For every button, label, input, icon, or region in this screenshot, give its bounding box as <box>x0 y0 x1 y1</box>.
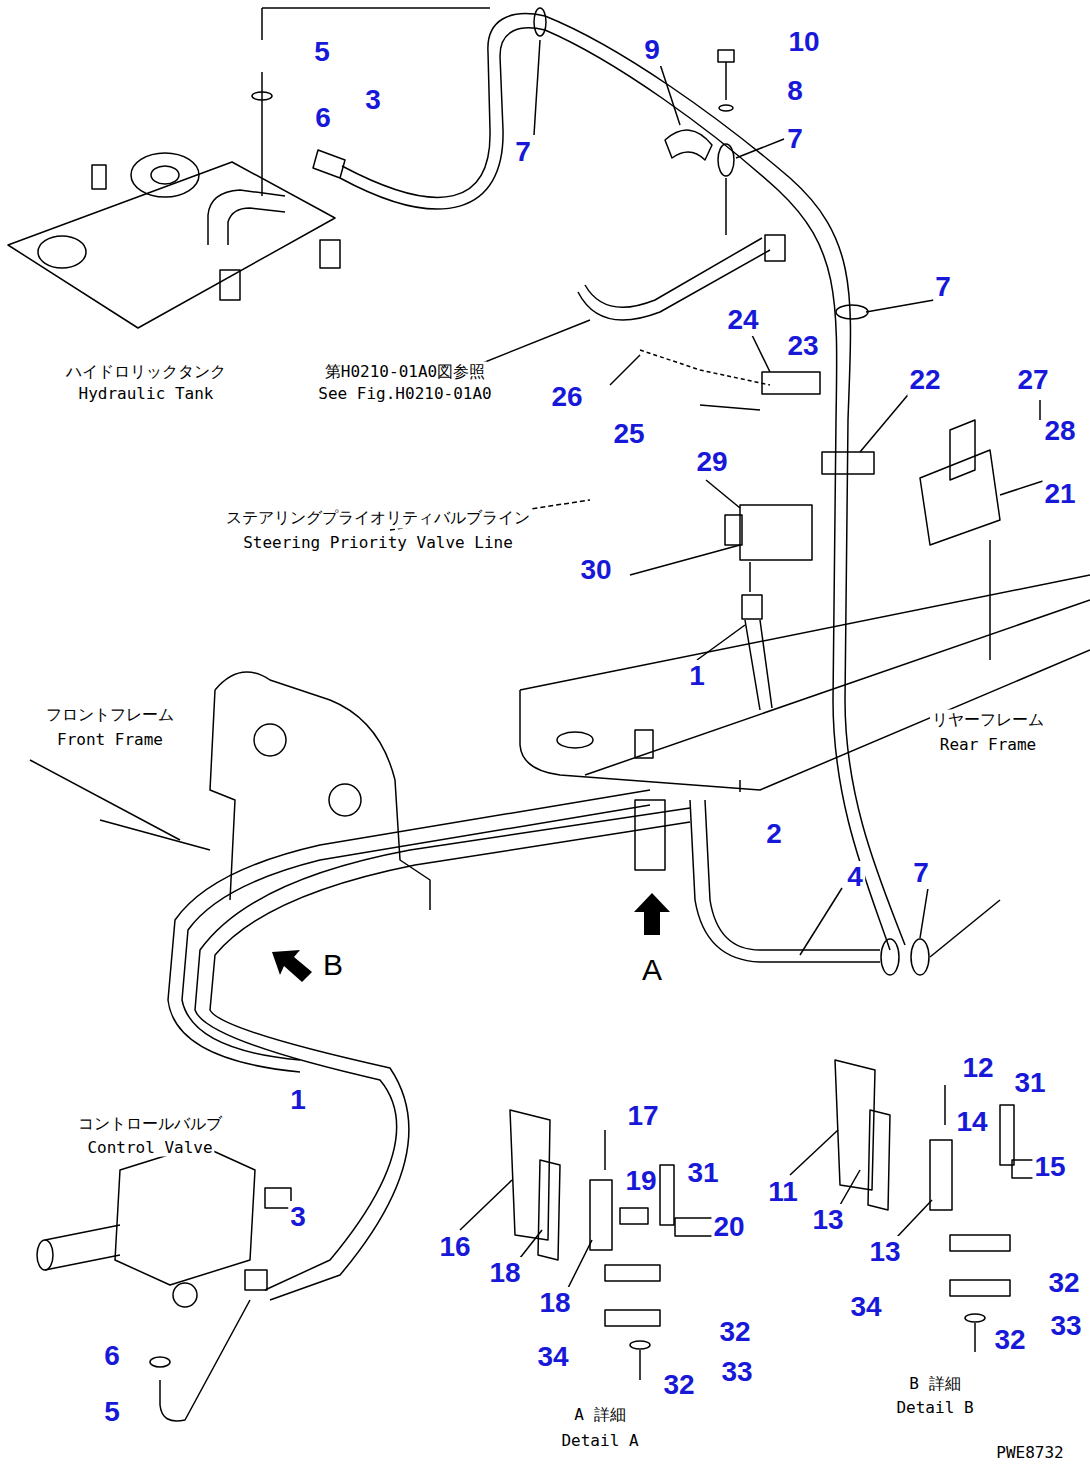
callout-number: 21 <box>1042 478 1077 510</box>
callout-number: 13 <box>810 1204 845 1236</box>
callout-number: 5 <box>102 1396 122 1428</box>
view-letter: A <box>640 953 664 987</box>
callout-number: 33 <box>1048 1310 1083 1342</box>
callout-number: 29 <box>694 446 729 478</box>
callout-number: 26 <box>549 381 584 413</box>
view-letter: B <box>321 948 345 982</box>
annotation-text: フロントフレーム <box>44 705 176 726</box>
annotation-text: See Fig.H0210-01A0 <box>316 384 493 403</box>
callout-number: 6 <box>102 1340 122 1372</box>
annotation-text: A 詳細 <box>572 1405 627 1426</box>
callout-number: 34 <box>848 1291 883 1323</box>
annotation-text: PWE8732 <box>994 1443 1065 1462</box>
annotation-text: Front Frame <box>55 730 165 749</box>
callout-number: 2 <box>764 818 784 850</box>
callout-number: 3 <box>363 84 383 116</box>
callout-number: 32 <box>661 1369 696 1401</box>
callout-number: 17 <box>625 1100 660 1132</box>
annotation-text: Rear Frame <box>938 735 1038 754</box>
hose-fitting <box>313 150 345 178</box>
annotation-text: Detail B <box>894 1398 975 1417</box>
callout-number: 22 <box>907 364 942 396</box>
callout-number: 13 <box>867 1236 902 1268</box>
annotation-text: コントロールバルブ <box>76 1114 224 1135</box>
callout-number: 16 <box>437 1231 472 1263</box>
callout-number: 23 <box>785 330 820 362</box>
callout-number: 19 <box>623 1165 658 1197</box>
annotation-text: Steering Priority Valve Line <box>241 533 515 552</box>
callout-number: 14 <box>954 1106 989 1138</box>
callout-number: 18 <box>537 1287 572 1319</box>
view-arrow <box>634 893 670 935</box>
annotation-text: Detail A <box>559 1431 640 1450</box>
callout-number: 12 <box>960 1052 995 1084</box>
callout-number: 24 <box>725 304 760 336</box>
callout-number: 7 <box>785 123 805 155</box>
callout-number: 33 <box>719 1356 754 1388</box>
annotation-text: Control Valve <box>85 1138 214 1157</box>
callout-number: 7 <box>513 136 533 168</box>
callout-number: 1 <box>687 660 707 692</box>
annotation-text: B 詳細 <box>907 1374 962 1395</box>
hydraulic-tank <box>8 162 335 328</box>
callout-number: 27 <box>1015 364 1050 396</box>
callout-number: 32 <box>1046 1267 1081 1299</box>
callout-number: 3 <box>288 1201 308 1233</box>
callout-number: 32 <box>717 1316 752 1348</box>
callout-number: 31 <box>685 1157 720 1189</box>
callout-number: 5 <box>312 36 332 68</box>
callout-number: 34 <box>535 1341 570 1373</box>
callout-number: 1 <box>288 1084 308 1116</box>
callout-number: 20 <box>711 1211 746 1243</box>
callout-number: 32 <box>992 1324 1027 1356</box>
annotation-text: ハイドロリックタンク <box>64 362 228 383</box>
callout-number: 30 <box>578 554 613 586</box>
callout-number: 6 <box>313 102 333 134</box>
callout-number: 8 <box>785 75 805 107</box>
callout-number: 25 <box>611 418 646 450</box>
view-arrow <box>272 950 312 982</box>
callout-number: 10 <box>786 26 821 58</box>
annotation-text: ステアリングプライオリティバルブライン <box>224 508 532 529</box>
callout-number: 9 <box>642 34 662 66</box>
callout-number: 7 <box>933 271 953 303</box>
annotation-text: Hydraulic Tank <box>77 384 216 403</box>
callout-number: 7 <box>911 857 931 889</box>
callout-number: 15 <box>1032 1151 1067 1183</box>
annotation-text: 第H0210-01A0図参照 <box>323 362 487 383</box>
callout-number: 4 <box>845 861 865 893</box>
control-valve <box>115 1145 255 1285</box>
callout-number: 11 <box>766 1176 800 1208</box>
annotation-text: リヤーフレーム <box>930 710 1046 731</box>
callout-number: 31 <box>1012 1067 1047 1099</box>
callout-number: 28 <box>1042 415 1077 447</box>
callout-number: 18 <box>487 1257 522 1289</box>
